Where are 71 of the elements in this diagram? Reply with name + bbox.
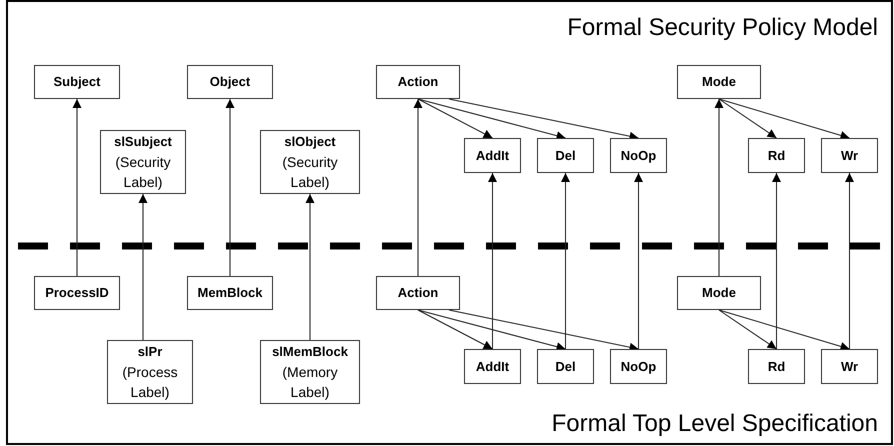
process-box (537, 349, 594, 384)
box-title: slObject (284, 133, 336, 151)
process-box (821, 349, 878, 384)
section-heading: Formal Top Level Specification (552, 410, 878, 438)
arrow (414, 98, 422, 276)
arrow (418, 310, 566, 352)
box-title: NoOp (620, 146, 656, 165)
process-box (376, 65, 460, 99)
arrow (306, 194, 314, 340)
box-title: Action (398, 284, 438, 302)
arrow (418, 98, 493, 138)
process-box (821, 138, 878, 173)
process-box (748, 349, 805, 384)
box-title: Rd (768, 146, 786, 164)
box-title: Rd (768, 358, 786, 376)
arrow (448, 98, 639, 141)
process-box (107, 340, 193, 404)
box-title: slSubject (114, 133, 172, 151)
box-title: Subject (54, 73, 100, 91)
process-box (34, 65, 120, 99)
box-title: Mode (702, 73, 736, 91)
process-box (610, 349, 667, 384)
arrow (845, 172, 854, 350)
process-box (187, 276, 273, 310)
arrow (448, 310, 639, 352)
arrow (561, 172, 570, 350)
box-subtitle: (Process Label) (121, 363, 179, 402)
process-box (748, 138, 805, 173)
process-box (537, 138, 594, 173)
box-title: Mode (702, 284, 736, 302)
box-title: slMemBlock (272, 343, 348, 361)
arrow (718, 310, 850, 351)
box-title: MemBlock (197, 284, 263, 302)
arrow (714, 98, 724, 276)
process-box (610, 138, 667, 173)
process-box (677, 65, 761, 99)
arrow (226, 98, 234, 276)
box-title: Del (555, 358, 576, 376)
process-box (464, 138, 521, 173)
box-title: slPr (138, 343, 162, 361)
box-subtitle: (Security Label) (114, 153, 172, 192)
process-box (260, 130, 360, 194)
arrow (418, 310, 493, 350)
section-heading: Formal Security Policy Model (567, 14, 878, 42)
arrow (718, 98, 777, 138)
process-box (464, 349, 521, 384)
arrow (634, 172, 643, 350)
process-box (260, 340, 360, 404)
box-title: NoOp (620, 358, 656, 376)
box-subtitle: (Memory Label) (281, 363, 339, 402)
process-box (34, 276, 120, 310)
process-box (187, 65, 273, 99)
box-title: Del (555, 146, 576, 164)
box-title: ProcessID (45, 284, 109, 302)
box-subtitle: (Security Label) (281, 153, 339, 192)
box-title: Wr (840, 358, 858, 376)
box-title: AddIt (476, 146, 510, 164)
box-title: Wr (840, 146, 858, 164)
arrow (772, 172, 781, 350)
arrow (138, 194, 148, 340)
process-box (677, 276, 761, 310)
process-box (376, 276, 460, 310)
arrow (418, 98, 566, 140)
process-box (100, 130, 186, 194)
arrow (72, 98, 82, 276)
arrow (718, 98, 850, 140)
box-title: Action (398, 73, 438, 91)
box-title: AddIt (476, 358, 510, 376)
box-title: Object (210, 73, 250, 91)
arrow (488, 172, 497, 350)
arrow (718, 310, 777, 350)
